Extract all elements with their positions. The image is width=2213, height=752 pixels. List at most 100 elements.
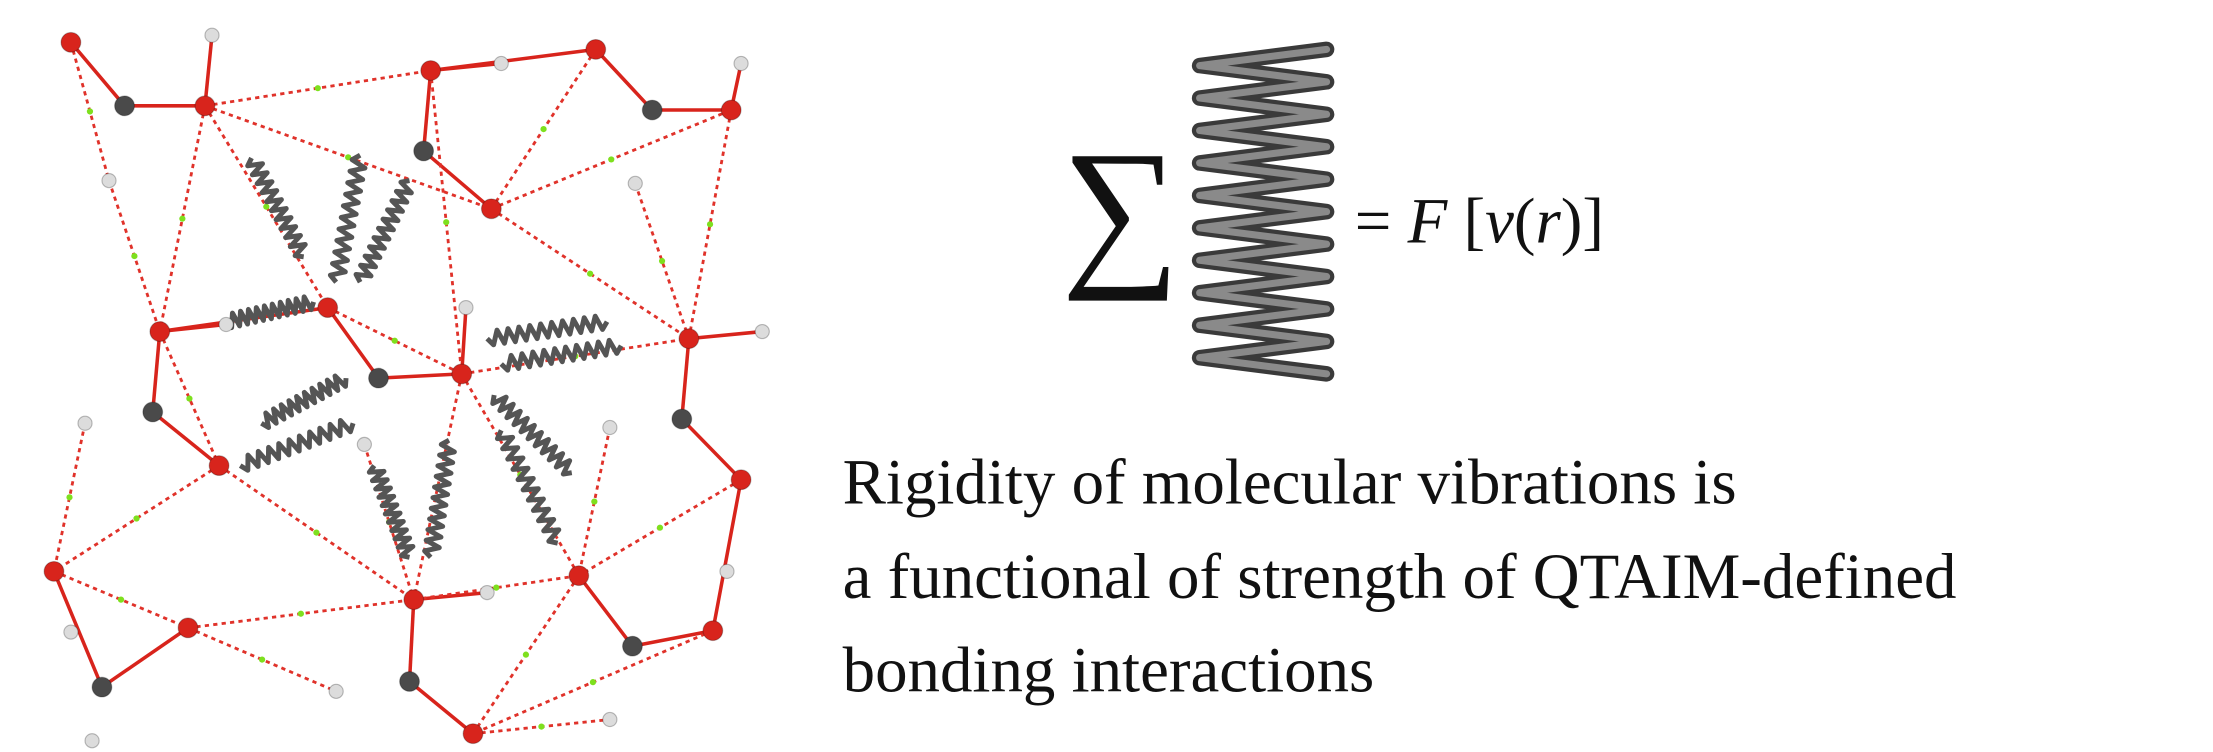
- hydrogen-atom: [733, 55, 749, 72]
- bond-critical-point: [608, 156, 615, 163]
- covalent-bond: [421, 70, 433, 152]
- carbon-atom: [671, 408, 693, 430]
- spring-icon: [245, 156, 308, 260]
- bond-critical-point: [186, 395, 193, 402]
- covalent-bond: [422, 149, 493, 211]
- carbon-atom: [641, 99, 663, 121]
- bond-critical-point: [591, 498, 598, 505]
- hydrogen-bond: [53, 464, 220, 573]
- covalent-bond: [577, 574, 634, 648]
- bond-critical-point: [706, 221, 714, 228]
- carbon-atom: [399, 671, 420, 692]
- spring-icon: [499, 337, 624, 373]
- hydrogen-atom: [204, 27, 220, 43]
- hydrogen-bond: [158, 330, 221, 467]
- hydrogen-atom: [754, 323, 770, 340]
- molecular-cluster-diagram: [43, 27, 770, 749]
- hydrogen-atom: [101, 172, 117, 189]
- bond-critical-point: [86, 108, 94, 115]
- hydrogen-atom: [458, 299, 474, 316]
- bond-critical-point: [587, 270, 594, 277]
- covalent-bond: [594, 48, 654, 112]
- covalent-bond: [680, 417, 743, 481]
- carbon-atom: [622, 635, 643, 657]
- covalent-bond: [203, 35, 214, 106]
- bond-critical-point: [131, 252, 138, 260]
- oxygen-atom: [60, 31, 82, 53]
- bond-critical-point: [314, 85, 321, 92]
- bond-critical-point: [658, 257, 666, 265]
- spring-icon: [260, 373, 349, 430]
- covalent-bond: [408, 680, 475, 736]
- bond-critical-point: [313, 529, 320, 536]
- spring-icon: [353, 178, 414, 284]
- covalent-bond: [459, 307, 468, 374]
- carbon-atom: [114, 95, 135, 117]
- hydrogen-bond: [633, 182, 691, 340]
- hydrogen-bond: [187, 626, 337, 693]
- oxygen-atom: [194, 95, 216, 117]
- bond-critical-point: [117, 596, 125, 603]
- oxygen-atom: [678, 328, 700, 350]
- covalent-bond: [151, 410, 221, 467]
- bond-critical-point: [656, 524, 664, 531]
- bond-critical-point: [493, 584, 500, 591]
- covalent-bond: [326, 306, 380, 380]
- spring-coil-highlight: [1196, 45, 1331, 378]
- spring-icon: [422, 438, 457, 560]
- bond-critical-point: [133, 515, 140, 522]
- hydrogen-atom: [63, 624, 79, 640]
- spring-icon: [485, 313, 610, 348]
- spring-icon: [327, 153, 368, 284]
- spring-icon: [1191, 41, 1335, 382]
- covalent-bond: [680, 338, 691, 420]
- covalent-bond: [69, 41, 126, 107]
- spring-icon: [494, 429, 562, 546]
- caption-line-1: Rigidity of molecular vibrations is: [843, 447, 1737, 519]
- oxygen-atom: [568, 565, 590, 587]
- carbon-atom: [91, 676, 113, 698]
- bond-critical-point: [522, 651, 530, 658]
- oxygen-atom: [451, 363, 473, 385]
- carbon-atom: [413, 140, 435, 162]
- spring-icon: [490, 394, 573, 477]
- covalent-bond: [632, 628, 714, 648]
- formula-rhs: = F [v(r)]: [1355, 186, 1604, 258]
- hydrogen-bond: [413, 574, 580, 602]
- caption-line-2: a functional of strength of QTAIM-define…: [843, 541, 1957, 613]
- hydrogen-atom: [218, 316, 234, 333]
- covalent-bond: [688, 329, 763, 341]
- spring-icon: [238, 417, 356, 473]
- hydrogen-atom: [356, 436, 372, 453]
- spring-icon: [366, 464, 416, 560]
- bond-critical-point: [297, 610, 304, 617]
- bond-critical-point: [443, 219, 450, 226]
- hydrogen-atom: [627, 175, 643, 192]
- caption: Rigidity of molecular vibrations is a fu…: [843, 447, 1957, 707]
- oxygen-atom: [317, 297, 339, 319]
- carbon-atom: [368, 367, 389, 389]
- hydrogen-bond: [53, 570, 189, 630]
- bond-critical-point: [540, 125, 547, 133]
- oxygen-atom: [43, 560, 65, 582]
- hydrogen-bond: [218, 464, 415, 601]
- bond-critical-point: [66, 494, 73, 501]
- oxygen-atom: [177, 617, 199, 639]
- hydrogen-bond: [203, 105, 329, 309]
- hydrogen-atom: [328, 683, 344, 699]
- hydrogen-bond: [490, 207, 690, 340]
- oxygen-atom: [585, 38, 607, 60]
- bond-critical-point: [345, 154, 352, 161]
- hydrogen-atom: [719, 563, 735, 580]
- oxygen-atom: [730, 469, 752, 491]
- hydrogen-atom: [77, 415, 93, 431]
- bond-critical-point: [263, 203, 270, 210]
- oxygen-atom: [420, 60, 442, 81]
- spring-icon: [224, 294, 316, 331]
- covalent-bond: [100, 626, 190, 689]
- covalent-bond: [52, 570, 104, 688]
- hydrogen-atom: [602, 711, 618, 728]
- oxygen-atom: [480, 198, 502, 220]
- hydrogen-atom: [479, 584, 495, 601]
- caption-line-3: bonding interactions: [843, 634, 1375, 706]
